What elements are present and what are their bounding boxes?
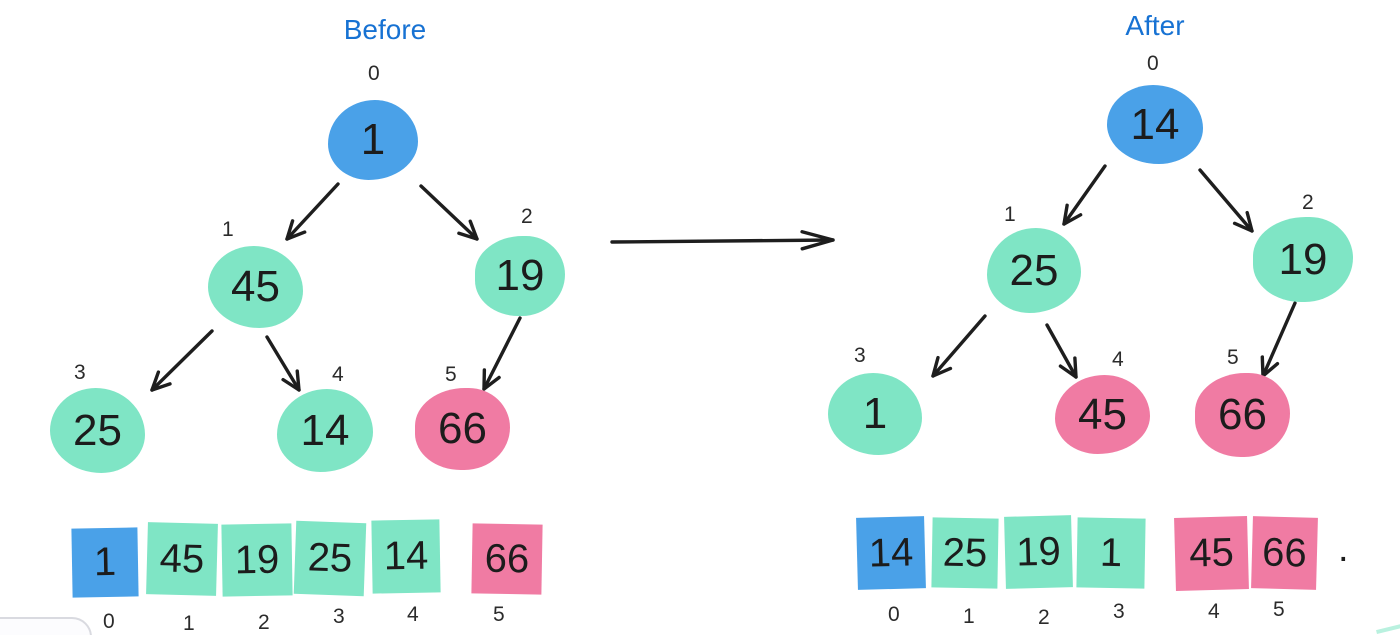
node-value: 45 [1078, 389, 1127, 439]
array-index-label: 1 [183, 612, 195, 635]
decorative-corner-fragment [1376, 621, 1400, 635]
arrowhead [285, 219, 307, 241]
arrowhead [1058, 356, 1078, 379]
tree-node-after-0: 14 [1107, 85, 1203, 164]
cell-value: 1 [1099, 530, 1123, 575]
node-value: 66 [1218, 390, 1267, 439]
node-index-label: 3 [74, 361, 86, 384]
edge-after-root-to-left [1062, 164, 1107, 226]
node-value: 25 [1009, 245, 1059, 295]
array-cell-after-5: 66 [1251, 516, 1318, 590]
tree-node-after-3: 1 [828, 373, 922, 455]
edge-after-25-to-45 [1045, 323, 1078, 379]
arrowhead [457, 219, 479, 241]
array-cell-after-4: 45 [1174, 516, 1249, 591]
edge-before-19-to-66 [482, 316, 522, 391]
tree-node-after-4: 45 [1055, 375, 1150, 454]
edge-before-45-to-14 [265, 335, 301, 392]
transform-arrow [610, 238, 835, 244]
node-index-label: 2 [521, 205, 533, 228]
array-index-label: 2 [1038, 606, 1050, 629]
node-value: 1 [862, 389, 888, 438]
cell-value: 66 [484, 536, 530, 581]
cell-value: 14 [868, 529, 914, 576]
node-value: 45 [231, 262, 280, 311]
tree-node-before-3: 25 [50, 388, 145, 473]
tree-node-before-0: 1 [328, 100, 418, 180]
node-value: 14 [300, 405, 350, 455]
array-cell-before-5: 66 [471, 523, 543, 595]
arrowhead [1062, 203, 1083, 226]
tree-node-before-4: 14 [277, 389, 373, 472]
node-index-label: 5 [445, 363, 457, 386]
arrowhead [482, 368, 501, 391]
arrowhead [1260, 355, 1280, 378]
edge-before-45-to-25 [150, 329, 214, 392]
trailing-dot: . [1338, 528, 1349, 570]
array-cell-before-2: 19 [221, 523, 293, 597]
after-title: After [1125, 10, 1185, 41]
edge-after-25-to-1 [931, 314, 987, 378]
arrowhead [281, 369, 301, 392]
cell-value: 66 [1261, 529, 1308, 576]
array-index-label: 5 [493, 603, 505, 626]
tree-node-after-2: 19 [1253, 217, 1353, 302]
array-cell-before-0: 1 [71, 527, 139, 598]
array-cell-after-3: 1 [1076, 517, 1146, 589]
edge-after-19-to-66 [1261, 301, 1297, 378]
tooltip-fragment [0, 617, 92, 635]
cell-value: 45 [1188, 530, 1235, 576]
cell-value: 25 [307, 535, 354, 581]
cell-value: 14 [383, 533, 429, 579]
array-cell-after-2: 19 [1004, 515, 1073, 589]
array-cell-before-3: 25 [293, 520, 367, 597]
arrowhead [800, 230, 835, 251]
tree-node-before-1: 45 [208, 246, 303, 328]
tree-node-after-5: 66 [1195, 373, 1290, 457]
node-value: 25 [73, 405, 122, 455]
array-cell-before-1: 45 [146, 522, 218, 596]
node-index-label: 1 [222, 218, 234, 241]
array-index-label: 0 [103, 610, 115, 633]
array-cell-before-4: 14 [371, 519, 441, 594]
before-title: Before [343, 14, 427, 45]
cell-value: 45 [159, 535, 205, 582]
node-value: 19 [495, 251, 545, 300]
array-cell-after-0: 14 [856, 516, 926, 590]
node-value: 19 [1278, 234, 1328, 284]
node-index-label: 1 [1004, 203, 1016, 226]
edge-before-root-to-left [285, 182, 340, 241]
cell-value: 19 [1015, 528, 1062, 575]
node-index-label: 0 [368, 62, 380, 85]
tree-node-after-1: 25 [987, 228, 1081, 313]
node-index-label: 3 [854, 344, 866, 367]
node-index-label: 4 [1112, 348, 1124, 371]
array-index-label: 3 [333, 605, 345, 628]
array-cell-after-1: 25 [931, 517, 999, 589]
array-index-label: 5 [1273, 598, 1285, 621]
edge-after-root-to-right [1198, 168, 1254, 233]
arrowhead [1232, 210, 1254, 233]
node-index-label: 4 [332, 363, 344, 386]
node-index-label: 2 [1302, 191, 1314, 214]
cell-value: 1 [93, 539, 117, 585]
array-index-label: 2 [258, 611, 270, 634]
tree-node-before-5: 66 [415, 388, 510, 470]
cell-value: 19 [234, 537, 280, 582]
cell-value: 25 [942, 530, 988, 575]
node-value: 66 [438, 404, 487, 453]
array-index-label: 4 [1208, 600, 1220, 623]
arrowhead [150, 370, 172, 392]
edge-before-root-to-right [419, 184, 479, 241]
node-value: 14 [1130, 99, 1180, 149]
node-value: 1 [360, 115, 386, 164]
node-index-label: 0 [1147, 52, 1159, 75]
array-index-label: 1 [963, 605, 975, 628]
array-index-label: 4 [407, 603, 419, 626]
arrowhead [931, 355, 953, 378]
array-index-label: 0 [888, 603, 900, 626]
array-index-label: 3 [1113, 600, 1125, 623]
node-index-label: 5 [1227, 346, 1239, 369]
tree-node-before-2: 19 [475, 236, 565, 316]
